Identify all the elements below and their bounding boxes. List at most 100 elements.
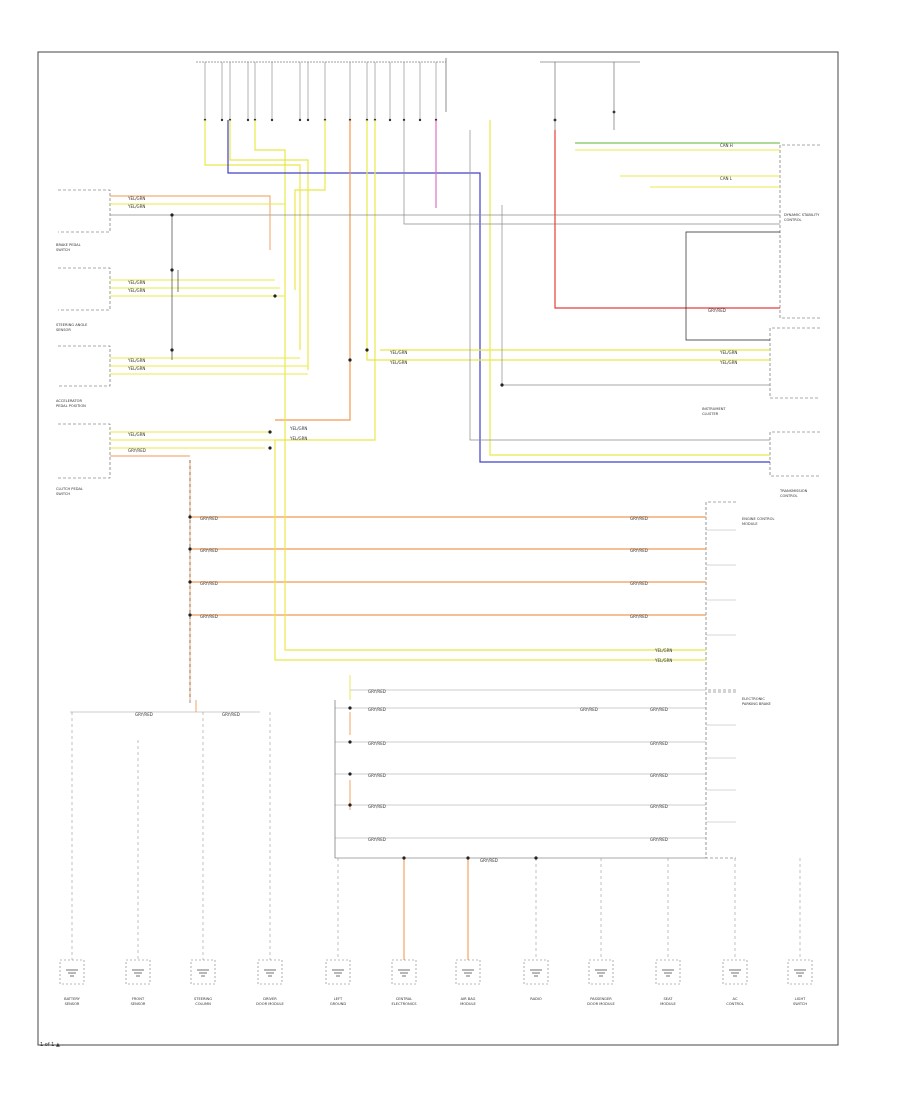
wire-label: YEL/GRN — [127, 280, 145, 285]
ground-box — [257, 959, 283, 985]
wire-label: GRY/RED — [630, 581, 648, 586]
wire-label: GRY/RED — [368, 773, 386, 778]
ground-icon — [530, 969, 542, 977]
ground-icon — [132, 969, 144, 977]
wire-label: YEL/GRN — [127, 288, 145, 293]
ground-box — [722, 959, 748, 985]
ground-box — [588, 959, 614, 985]
wire-label: GRY/RED — [368, 741, 386, 746]
ground-icon — [66, 969, 78, 977]
diagram-border — [37, 51, 839, 1046]
wire-label: YEL/GRN — [719, 350, 737, 355]
connector-pin-terminal — [246, 118, 250, 122]
wire-label: GRY/RED — [650, 707, 668, 712]
wire-label: GRY/RED — [630, 548, 648, 553]
ground-icon — [462, 969, 474, 977]
wire-label: GRY/RED — [708, 308, 726, 313]
ground-box — [391, 959, 417, 985]
wire-label: GRY/RED — [368, 804, 386, 809]
wire-label: GRY/RED — [650, 741, 668, 746]
connector-pin-terminal — [220, 118, 224, 122]
ground-icon — [264, 969, 276, 977]
footer-code: 1 of 1 ▲ — [40, 1042, 60, 1048]
wire-label: GRY/RED — [200, 516, 218, 521]
wire-label: YEL/GRN — [127, 196, 145, 201]
connector-pin-terminal — [388, 118, 392, 122]
wire-label: YEL/GRN — [289, 436, 307, 441]
wire-label: GRY/RED — [135, 712, 153, 717]
top-connector — [196, 58, 447, 122]
wire-label: CAN L — [720, 176, 733, 181]
wire-label: YEL/GRN — [654, 658, 672, 663]
wire-label: GRY/RED — [630, 516, 648, 521]
wire-label: YEL/GRN — [127, 432, 145, 437]
wire-label: YEL/GRN — [654, 648, 672, 653]
wires — [70, 120, 801, 960]
ground-box — [787, 959, 813, 985]
ground-icon — [398, 969, 410, 977]
wire-label: GRY/RED — [580, 707, 598, 712]
wire-label: GRY/RED — [222, 712, 240, 717]
ground-box — [655, 959, 681, 985]
wire-label: GRY/RED — [630, 614, 648, 619]
wire-label: YEL/GRN — [127, 204, 145, 209]
wire-label: GRY/RED — [650, 773, 668, 778]
ground-box — [125, 959, 151, 985]
ground-box — [523, 959, 549, 985]
wire-label-group: YEL/GRN YEL/GRN YEL/GRN YEL/GRN YEL/GRN … — [127, 143, 737, 863]
connector-pin-terminal — [306, 118, 310, 122]
ground-icon — [729, 969, 741, 977]
wire-label: YEL/GRN — [289, 426, 307, 431]
ground-icon — [595, 969, 607, 977]
wire-label: GRY/RED — [368, 689, 386, 694]
wire-label: YEL/GRN — [127, 358, 145, 363]
ground-box — [59, 959, 85, 985]
ground-icon — [332, 969, 344, 977]
wire-label: GRY/RED — [200, 581, 218, 586]
ground-box — [190, 959, 216, 985]
ground-box — [325, 959, 351, 985]
wire-label: GRY/RED — [650, 837, 668, 842]
ground-label: RADIO — [530, 997, 542, 1001]
wire-label: YEL/GRN — [127, 366, 145, 371]
wire-label: GRY/RED — [368, 707, 386, 712]
wire-label: YEL/GRN — [389, 360, 407, 365]
wire-label: GRY/RED — [128, 448, 146, 453]
junction-dots — [170, 213, 538, 860]
connector-pin-terminal — [298, 118, 302, 122]
right-module-boxes — [705, 144, 820, 859]
connector-pin-terminal — [418, 118, 422, 122]
wire-label: GRY/RED — [650, 804, 668, 809]
ground-box — [455, 959, 481, 985]
